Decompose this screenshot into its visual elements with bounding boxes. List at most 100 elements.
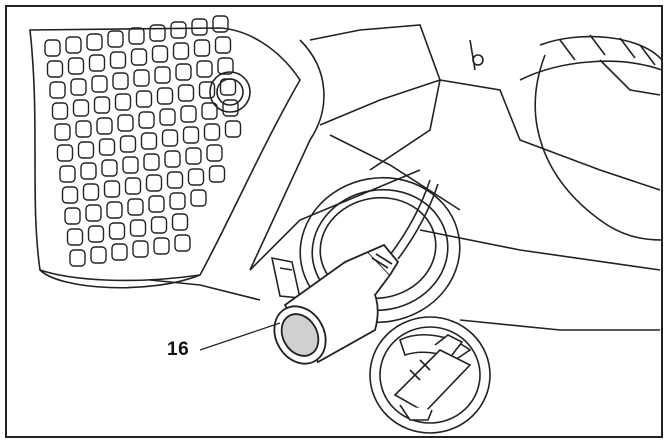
- grille-slot: [164, 150, 181, 168]
- grille-slot: [98, 138, 116, 156]
- grille-slot: [127, 198, 144, 216]
- ventilation-grille: [29, 15, 301, 289]
- grille-slot: [201, 102, 218, 120]
- grille-slot: [171, 213, 189, 231]
- grille-slot: [109, 51, 127, 69]
- grille-slot: [217, 57, 234, 75]
- grille-slot: [182, 126, 200, 144]
- grille-slot: [119, 135, 137, 153]
- grille-slot: [82, 183, 100, 201]
- cable: [389, 179, 439, 260]
- grille-slot: [112, 72, 129, 90]
- grille-slot: [135, 90, 153, 108]
- grille-slot: [133, 69, 150, 87]
- grille-slot: [150, 216, 168, 234]
- grille-slot: [117, 114, 134, 132]
- grille-slot: [161, 129, 179, 147]
- grille-slot: [80, 162, 97, 180]
- grille-slot: [129, 219, 147, 237]
- fan-housing: [519, 34, 663, 241]
- grille-round-boss: [209, 71, 251, 113]
- grille-slot: [149, 24, 166, 42]
- grille-slot: [206, 144, 223, 162]
- grille-slot: [172, 42, 190, 60]
- grille-slot: [51, 102, 69, 120]
- grille-slot: [175, 63, 192, 81]
- connector-plug: [273, 243, 400, 365]
- grille-slot: [198, 81, 216, 99]
- figure-frame: [5, 5, 663, 438]
- grille-slot: [85, 204, 102, 222]
- protective-cap: [369, 316, 491, 434]
- grille-slot: [191, 18, 208, 36]
- grille-slot: [114, 93, 132, 111]
- grille-slot: [77, 141, 95, 159]
- grille-slot: [65, 36, 82, 54]
- grille-slot: [148, 195, 165, 213]
- grille-slot: [138, 111, 155, 129]
- grille-slot: [64, 207, 81, 225]
- grille-slot: [108, 222, 126, 240]
- grille-slot: [180, 105, 197, 123]
- grille-slot: [174, 234, 191, 252]
- grille-slot: [54, 123, 71, 141]
- grille-slot: [87, 225, 105, 243]
- callout-label-16: 16: [167, 339, 190, 360]
- grille-slot: [128, 27, 145, 45]
- housing-body: [149, 24, 661, 331]
- grille-slot: [153, 237, 170, 255]
- callout-leader-line: [199, 322, 281, 351]
- grille-slot: [193, 39, 211, 57]
- grille-slot: [140, 132, 158, 150]
- grille-slot: [93, 96, 111, 114]
- grille-slot: [101, 159, 118, 177]
- grille-slot: [103, 180, 121, 198]
- grille-slot: [46, 60, 64, 78]
- grille-slot: [203, 123, 221, 141]
- grille-slot: [75, 120, 92, 138]
- grille-slot: [132, 240, 149, 258]
- grille-slot: [159, 108, 176, 126]
- grille-slot: [154, 66, 171, 84]
- grille-slot: [185, 147, 202, 165]
- grille-slot: [224, 120, 242, 138]
- grille-slot: [111, 243, 128, 261]
- grille-slot: [196, 60, 213, 78]
- grille-slot: [67, 57, 85, 75]
- grille-slot: [61, 186, 79, 204]
- grille-slot: [143, 153, 160, 171]
- grille-slot: [49, 81, 66, 99]
- grille-slot: [56, 144, 74, 162]
- grille-cells: [44, 15, 242, 267]
- grille-slot: [88, 54, 106, 72]
- grille-slot: [66, 228, 84, 246]
- grille-slot: [151, 45, 169, 63]
- socket-opening: [299, 176, 461, 324]
- grille-slot: [166, 171, 184, 189]
- grille-slot: [130, 48, 148, 66]
- grille-slot: [86, 33, 103, 51]
- grille-slot: [170, 21, 187, 39]
- grille-slot: [72, 99, 90, 117]
- grille-slot: [59, 165, 76, 183]
- grille-slot: [107, 30, 124, 48]
- grille-slot: [156, 87, 174, 105]
- grille-slot: [190, 189, 207, 207]
- grille-slot: [214, 36, 232, 54]
- grille-slot: [90, 246, 107, 264]
- grille-slot: [212, 15, 229, 33]
- grille-slot: [70, 78, 87, 96]
- grille-slot: [187, 168, 205, 186]
- grille-slot: [96, 117, 113, 135]
- grille-slot: [169, 192, 186, 210]
- grille-slot: [208, 165, 226, 183]
- grille-slot: [124, 177, 142, 195]
- grille-slot: [69, 249, 86, 267]
- grille-slot: [122, 156, 139, 174]
- grille-slot: [145, 174, 163, 192]
- grille-slot: [44, 39, 61, 57]
- grille-slot: [91, 75, 108, 93]
- grille-slot: [177, 84, 195, 102]
